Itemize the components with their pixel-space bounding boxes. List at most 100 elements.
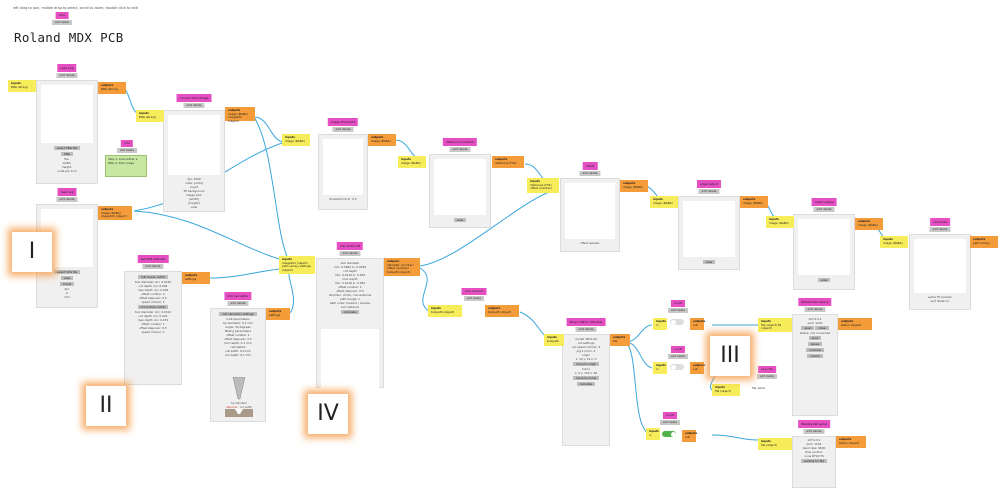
flow-rts-radio[interactable]: RTS/CTS: [812, 454, 824, 458]
module-name[interactable]: mill raster 2D: [336, 242, 364, 250]
cut-depth-field[interactable]: mm: 0.1016 in: 0.004: [334, 273, 366, 277]
module-name[interactable]: WebSocket serial: [798, 420, 830, 428]
websocket-serial-module[interactable]: WebSocket serial edit delete 127.0.0.1 p…: [792, 420, 836, 488]
cancel-button[interactable]: cancel: [807, 354, 823, 358]
module-name[interactable]: set PCB defaults: [137, 255, 169, 263]
view-button[interactable]: view: [453, 218, 467, 222]
edit-delete-button[interactable]: edit delete: [56, 197, 78, 202]
image-threshold-module[interactable]: image threshold edit delete threshold (0…: [318, 118, 368, 210]
toggle-switch-on[interactable]: [662, 431, 676, 437]
model-select[interactable]: model: MDX-40: [575, 337, 597, 341]
module-name[interactable]: label: [55, 12, 69, 19]
edit-delete-button[interactable]: edit delete: [464, 296, 484, 301]
vector-fit-field[interactable]: vector fit (pixels):: [927, 295, 953, 299]
module-name[interactable]: read png: [57, 64, 77, 72]
edit-delete-button[interactable]: edit delete: [813, 207, 835, 212]
threshold-field[interactable]: threshold (0-1): 0.5: [329, 197, 357, 201]
toggle-switch-off[interactable]: [670, 319, 684, 325]
edit-delete-button[interactable]: edit delete: [332, 127, 354, 132]
view-toolpath-module[interactable]: view toolpath edit delete: [461, 288, 487, 303]
edit-delete-button[interactable]: edit delete: [668, 354, 688, 359]
path-order-radio[interactable]: path order: forward / reverse: [329, 301, 371, 305]
edit-delete-button[interactable]: edit delete: [698, 189, 720, 194]
on-off-module-1[interactable]: on/off edit delete: [668, 300, 688, 315]
convert-svg-image-module[interactable]: convert SVG image edit delete dpi: 1000 …: [163, 94, 225, 212]
set-pcb-defaults-module[interactable]: set PCB defaults edit delete mill traces…: [124, 255, 182, 385]
edit-delete-button[interactable]: edit delete: [449, 147, 471, 152]
note-text[interactable]: Step 1: Load either a PNG or SVG image.: [105, 155, 147, 177]
module-name[interactable]: distance transform: [442, 138, 478, 146]
close-button[interactable]: close: [815, 326, 829, 330]
on-off-module-2[interactable]: on/off edit delete: [668, 346, 688, 361]
mill-calculator-module[interactable]: mill calculator edit delete mill calcula…: [210, 292, 266, 422]
view-button[interactable]: view: [60, 276, 74, 280]
edit-delete-button[interactable]: edit delete: [803, 429, 825, 434]
module-name[interactable]: view toolpath: [461, 288, 487, 295]
select-svg-button[interactable]: select SVG file: [53, 270, 81, 274]
edit-delete-button[interactable]: edit delete: [929, 227, 951, 232]
websocket-device-module[interactable]: WebSocket device edit delete 127.0.0.1 p…: [792, 298, 838, 416]
direction-radio[interactable]: direction: climb / conventional: [328, 293, 372, 297]
save-file-module[interactable]: save file edit delete: [756, 366, 778, 381]
max-depth-field[interactable]: mm: 0.1016 in: 0.004: [334, 281, 366, 285]
module-name[interactable]: mill calculator: [224, 292, 252, 300]
edit-delete-button[interactable]: edit delete: [227, 301, 249, 306]
edit-delete-button[interactable]: edit delete: [668, 308, 688, 313]
sort-distance-checkbox[interactable]: sort distance: [340, 305, 360, 309]
flow-none-radio[interactable]: none: [804, 454, 812, 458]
toggle-switch-off[interactable]: [670, 364, 684, 370]
module-name[interactable]: on/off: [670, 346, 686, 353]
edit-delete-button[interactable]: edit delete: [757, 374, 777, 379]
mill-outline-button[interactable]: mill outline (1/32): [137, 305, 169, 309]
module-name[interactable]: vectorize: [930, 218, 950, 226]
module-name[interactable]: Roland MDX / iModela: [566, 318, 606, 326]
read-png-module[interactable]: read png edit delete select PNG file PNG…: [36, 64, 98, 184]
program-title[interactable]: Roland MDX PCB: [14, 30, 124, 45]
view-button[interactable]: view: [702, 260, 716, 264]
edit-delete-button[interactable]: edit delete: [183, 103, 205, 108]
offset-module[interactable]: offset edit delete offset (pixels):: [560, 162, 620, 252]
host-field[interactable]: 127.0.0.1: [808, 317, 822, 321]
module-name[interactable]: note: [120, 140, 134, 147]
view-link[interactable]: view: [190, 205, 198, 209]
edit-delete-button[interactable]: edit delete: [142, 264, 164, 269]
module-name[interactable]: on/off: [670, 300, 686, 307]
sort-distance-field[interactable]: sort distance:: [930, 299, 950, 303]
note-module[interactable]: note edit delete: [117, 140, 137, 155]
continue-button[interactable]: continue: [805, 348, 825, 352]
vectorize-module[interactable]: vectorize edit delete vector fit (pixels…: [909, 218, 971, 310]
module-name[interactable]: WebSocket device: [798, 298, 832, 306]
module-name[interactable]: image threshold: [327, 118, 359, 126]
module-name[interactable]: convert SVG image: [176, 94, 212, 102]
move-to-home-button[interactable]: move to home: [572, 376, 600, 380]
edit-delete-button[interactable]: edit delete: [579, 171, 601, 176]
module-name[interactable]: offset: [582, 162, 598, 170]
offset-stepover-field[interactable]: offset stepover: 0.5: [336, 289, 364, 293]
cut-speed-field[interactable]: cut speed (mm/s): 4: [571, 345, 601, 349]
